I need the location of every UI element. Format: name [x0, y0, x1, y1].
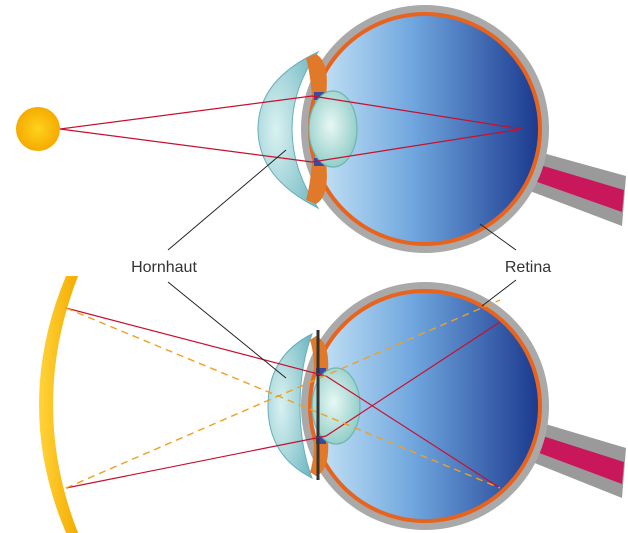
extended-light-source-arc [39, 276, 78, 533]
leader-cornea-bottom [168, 282, 286, 378]
leader-cornea-top [168, 150, 286, 250]
label-cornea: Hornhaut [131, 259, 197, 276]
sun-point-source [16, 107, 60, 151]
bottom-eye [268, 282, 626, 530]
label-retina: Retina [505, 259, 551, 276]
leader-retina-bottom [482, 280, 516, 306]
top-eye [258, 5, 626, 253]
